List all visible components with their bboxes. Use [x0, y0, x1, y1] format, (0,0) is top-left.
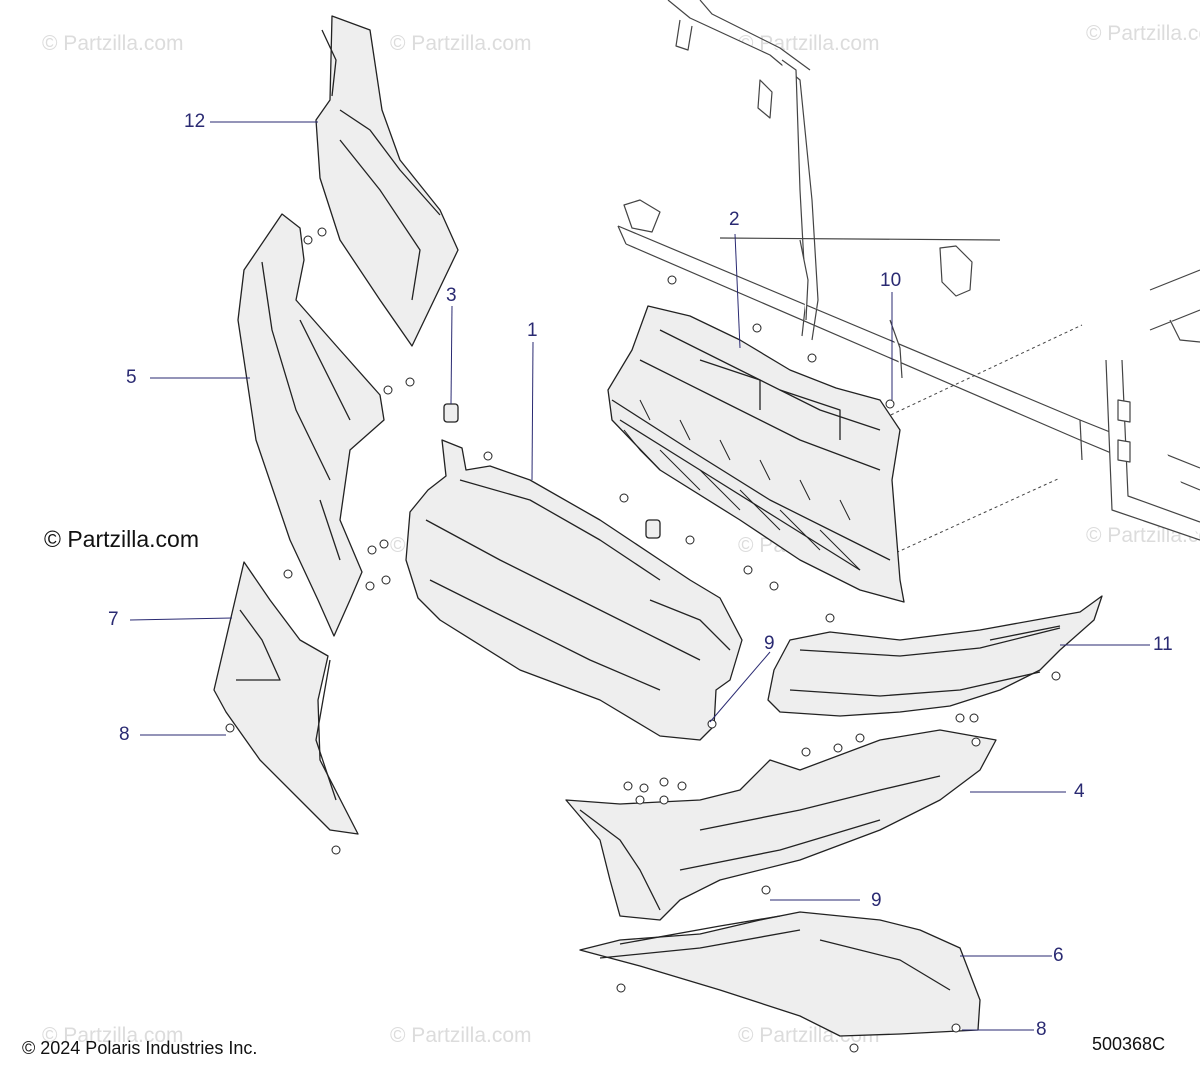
- part-12-upper-side-panel: [315, 15, 459, 347]
- watermark: © Partzilla.com: [738, 32, 880, 55]
- part-1-bumper-support: [405, 439, 743, 741]
- callout-8: 8: [1036, 1019, 1047, 1040]
- part-4-lower-bumper: [565, 729, 997, 921]
- callout-9: 9: [764, 633, 775, 654]
- part-11-front-fascia: [767, 595, 1103, 717]
- callout-1: 1: [527, 320, 538, 341]
- alignment-lines: [879, 324, 1083, 561]
- callout-12: 12: [184, 111, 206, 132]
- fasteners: [225, 227, 1061, 1053]
- callout-7: 7: [108, 609, 119, 630]
- callout-6: 6: [1053, 945, 1064, 966]
- callout-9: 9: [871, 890, 882, 911]
- callout-10: 10: [880, 270, 902, 291]
- watermark: © Partzilla.com: [390, 1024, 532, 1047]
- callout-5: 5: [126, 367, 137, 388]
- watermark: © Partzilla.com: [42, 32, 184, 55]
- frame-assembly: [617, 0, 1200, 541]
- part-5-side-body-panel: [237, 213, 385, 637]
- part-6-skid-plate: [579, 911, 981, 1037]
- callout-2: 2: [729, 209, 740, 230]
- leader-lines: [129, 121, 1150, 1031]
- part-7-lower-side-panel: [213, 561, 359, 835]
- brand-watermark: © Partzilla.com: [44, 526, 199, 552]
- part-3-bumper-stop: [443, 403, 661, 539]
- callout-8: 8: [119, 724, 130, 745]
- copyright-notice: © 2024 Polaris Industries Inc.: [22, 1038, 258, 1058]
- watermark: © Partzilla.com: [42, 1024, 184, 1047]
- callout-3: 3: [446, 285, 457, 306]
- watermark: © Partzilla.com: [390, 32, 532, 55]
- part-2-grille: [607, 305, 905, 603]
- watermark: © Partzilla.com: [1086, 22, 1200, 45]
- drawing-number: 500368C: [1092, 1034, 1166, 1054]
- callout-11: 11: [1153, 634, 1173, 655]
- callout-4: 4: [1074, 781, 1085, 802]
